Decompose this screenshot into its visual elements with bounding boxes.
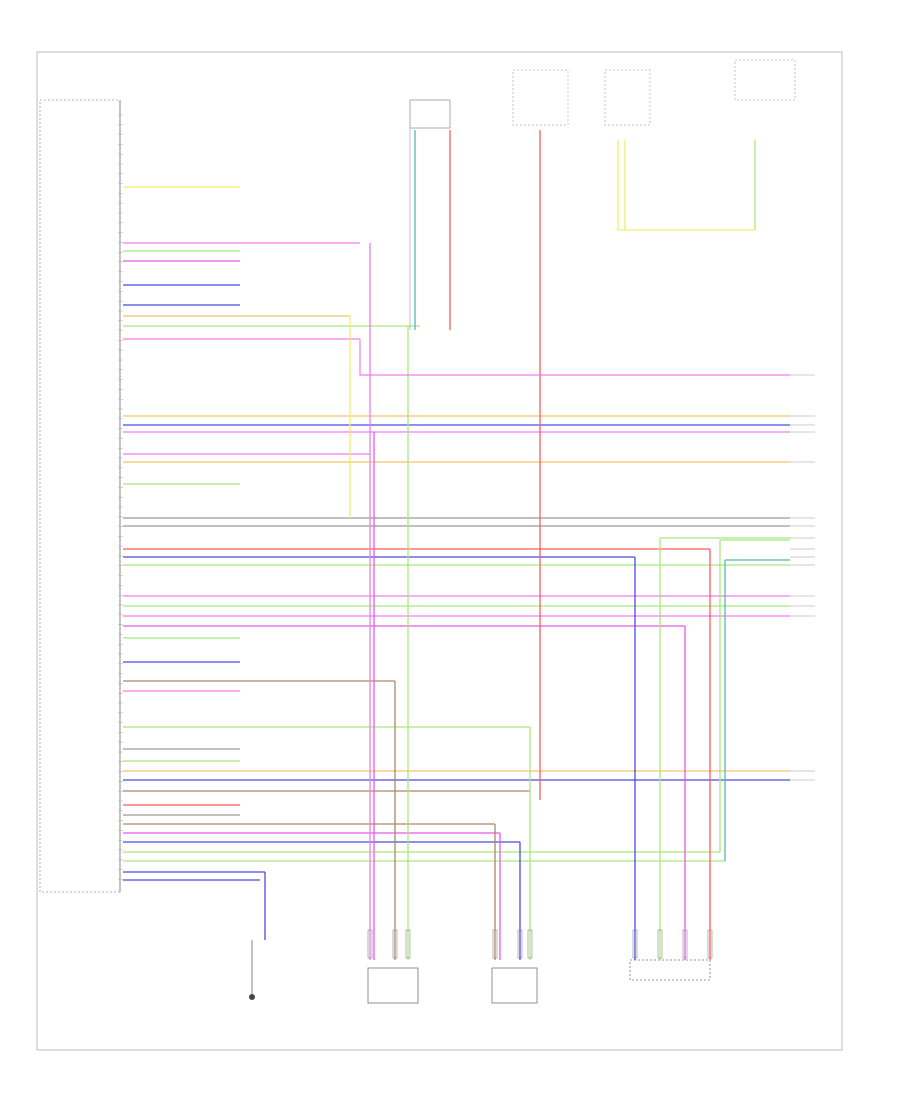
wires — [123, 130, 790, 960]
diagram-frame — [36, 51, 843, 1051]
right-terminals — [790, 374, 815, 781]
module-connector — [39, 99, 121, 893]
sensor-pin-4 — [517, 929, 523, 959]
top-connectors — [409, 59, 796, 330]
sensor-pin-1 — [392, 929, 398, 959]
top-connector-mid-right — [604, 69, 651, 126]
sensor-pin-8 — [682, 929, 688, 959]
sensor-pin-3 — [492, 929, 498, 959]
sensor-pin-5 — [527, 929, 533, 959]
sensor-pin-7 — [657, 929, 663, 959]
ground-point — [249, 994, 255, 1000]
sensor-pin-2 — [405, 929, 411, 959]
sensor-mid — [491, 967, 538, 1004]
wire-route-d — [359, 339, 790, 376]
sensor-left — [367, 967, 419, 1004]
pin-ticks — [118, 114, 123, 880]
sensor-pin-6 — [632, 929, 638, 959]
sensor-pin-9 — [707, 929, 713, 959]
bottom-components — [249, 940, 711, 1004]
sensor-right — [629, 959, 711, 981]
sensor-pin-0 — [367, 929, 373, 959]
top-connector-mid — [512, 69, 569, 126]
top-connector-right — [734, 59, 796, 101]
top-connector-left — [409, 99, 451, 129]
